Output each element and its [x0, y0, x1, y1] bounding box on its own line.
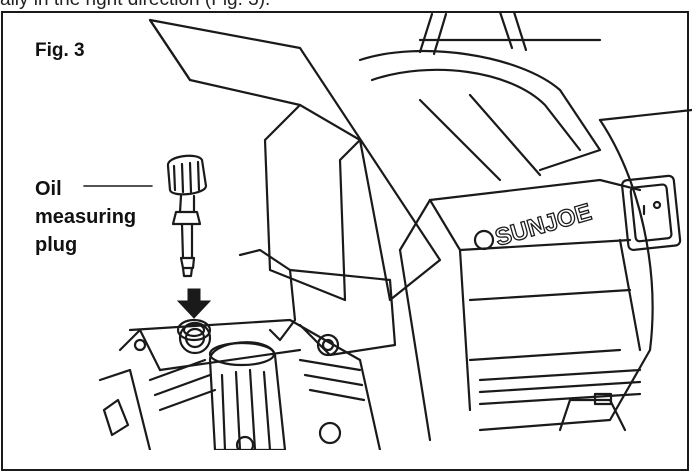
oil-fill-port [176, 318, 212, 342]
oil-plug-callout: Oil measuring plug [35, 175, 136, 259]
clipped-instruction-text: ally in the right direction (Fig. 3). [0, 0, 692, 11]
power-switch [620, 174, 682, 252]
figure-label: Fig. 3 [35, 40, 85, 61]
pump-head [98, 248, 397, 450]
insert-direction-arrow [176, 288, 212, 319]
brand-emblem-screw [473, 229, 495, 251]
hinged-cover [148, 18, 442, 302]
callout-line-1: Oil [35, 178, 62, 200]
oil-measuring-plug [166, 154, 208, 278]
pressure-washer-illustration: SUNJOE [83, 10, 692, 450]
motor-housing [398, 108, 692, 442]
callout-line-3: plug [35, 234, 78, 256]
pressure-knob [208, 341, 287, 450]
carry-handle [358, 50, 602, 182]
frame-poles [418, 10, 602, 56]
base-bracket [558, 392, 627, 432]
callout-line-2: measuring [35, 206, 137, 228]
